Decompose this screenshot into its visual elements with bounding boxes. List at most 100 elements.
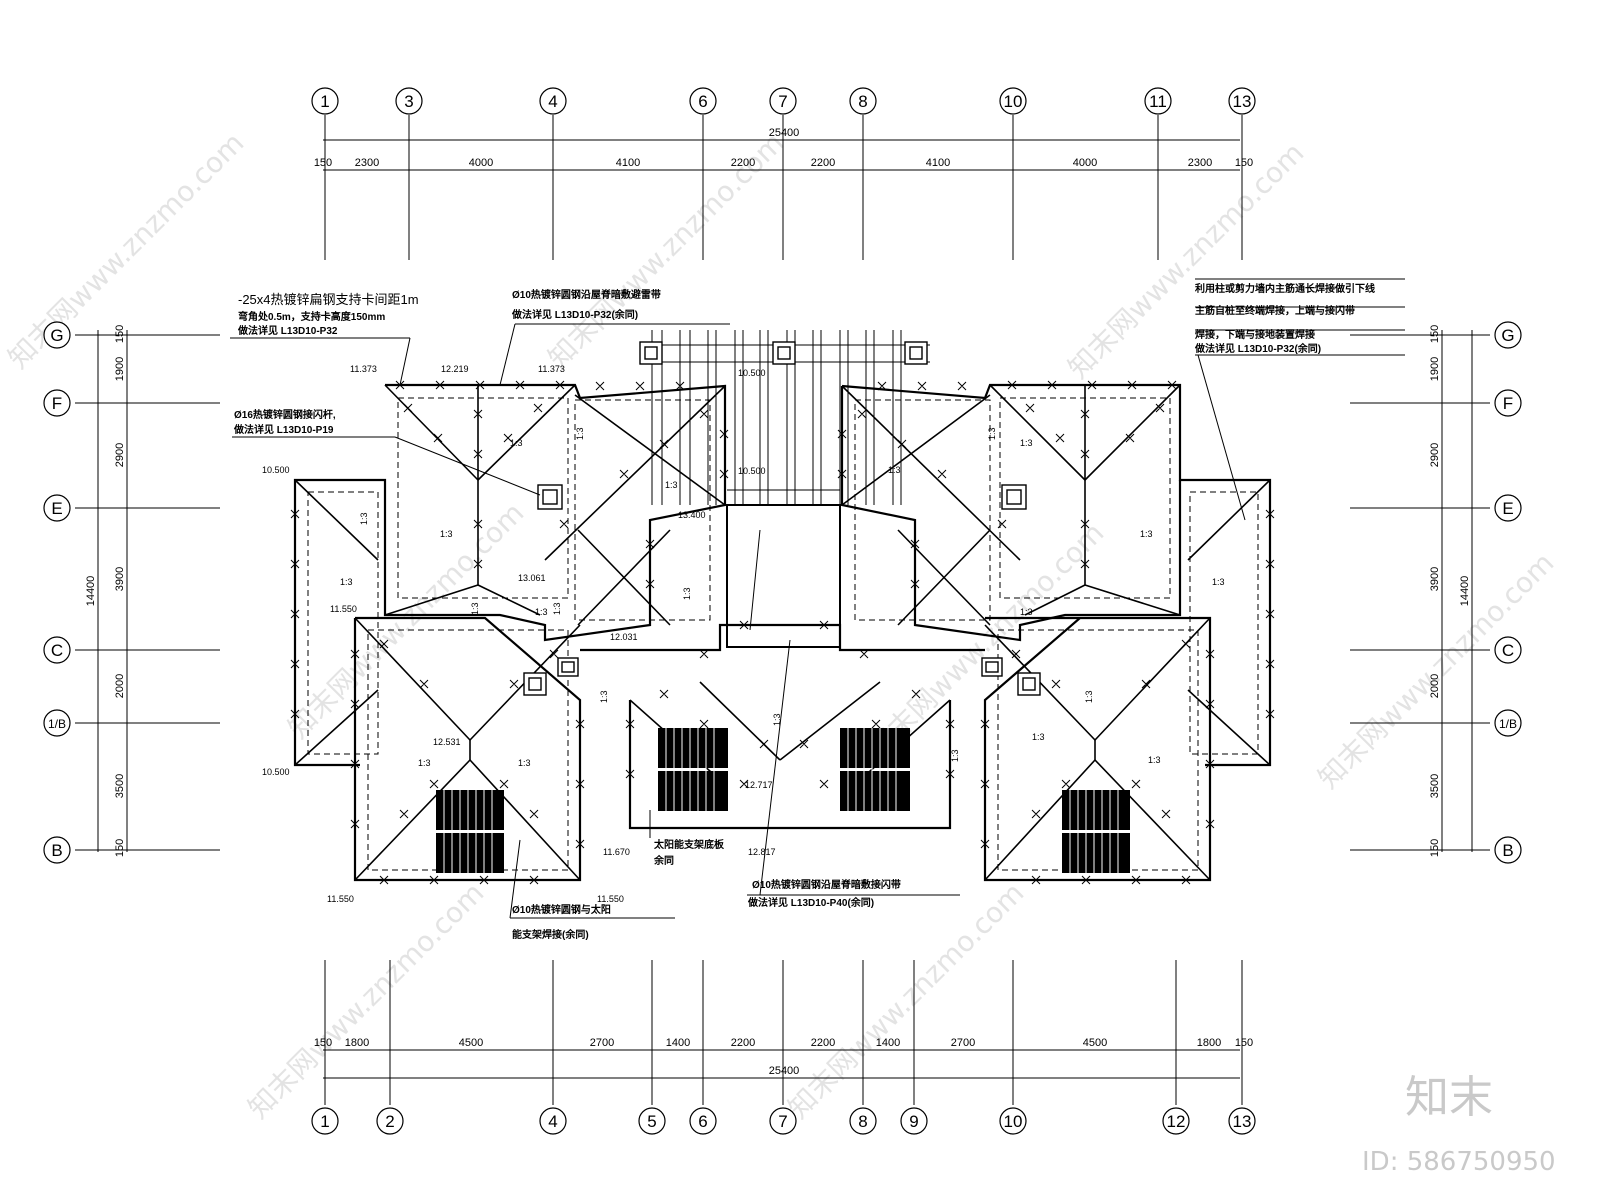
note-down-conductor: 做法详见 L13D10-P32(余同) — [1194, 342, 1321, 355]
axis-label-bottom: 2 — [385, 1112, 394, 1131]
note-solar-base: 余同 — [653, 854, 674, 867]
axis-label-left: C — [51, 641, 63, 660]
axis-bubble — [395, 87, 423, 115]
axis-label-left: F — [52, 394, 62, 413]
watermark-repeat: 知末网www.znzmo.com — [782, 876, 1031, 1125]
dim-left: 150 — [114, 839, 126, 857]
axis-bubble — [1494, 709, 1522, 737]
dim-top: 4000 — [1073, 157, 1097, 169]
elevation-label: 11.670 — [603, 847, 630, 857]
watermark-logo: 知末 ID: 586750950 — [1362, 1072, 1556, 1177]
note-down-conductor: 利用柱或剪力墙内主筋通长焊接做引下线 — [1195, 282, 1375, 295]
elevation-label: 12.817 — [748, 847, 776, 857]
axis-bubble — [539, 1107, 567, 1135]
elevation-label: 11.373 — [538, 364, 565, 374]
dim-top-total: 25400 — [769, 127, 800, 139]
slope-label: 1:3 — [575, 427, 585, 440]
axis-label-top: 10 — [1004, 92, 1023, 111]
note-down-conductor: 焊接，下端与接地装置焊接 — [1195, 328, 1315, 341]
solar-panel-group-center-right — [840, 728, 910, 811]
slope-label: 1:3 — [950, 749, 960, 762]
axis-label-left: 1/B — [48, 717, 66, 731]
elevation-label: 13.061 — [518, 573, 546, 583]
axis-bubble — [43, 709, 71, 737]
note-solar-weld: 能支架焊接(余同) — [512, 928, 589, 941]
elevation-label: 12.031 — [610, 632, 638, 642]
dimension-values-vertical: 14400 150 1900 2900 3900 2000 3500 150 1… — [85, 325, 1471, 857]
watermark-repeat: 知末网www.znzmo.com — [242, 876, 491, 1125]
note-solar-base: 太阳能支架底板 — [653, 838, 725, 851]
axis-label-right: 1/B — [1499, 717, 1517, 731]
axis-bubble — [43, 389, 71, 417]
dim-bottom: 1800 — [345, 1037, 369, 1049]
watermark-repeat: 知末网www.znzmo.com — [282, 496, 531, 745]
axis-label-top: 8 — [858, 92, 867, 111]
axis-label-right: G — [1501, 326, 1514, 345]
elevation-label: 12.219 — [441, 364, 469, 374]
elevation-label: 12.717 — [745, 780, 773, 790]
axis-bubble — [769, 1107, 797, 1135]
axis-bubble — [43, 494, 71, 522]
slope-label: 1:3 — [510, 438, 523, 448]
axis-bubble — [376, 1107, 404, 1135]
axis-label-top: 11 — [1149, 92, 1167, 111]
air-terminal-icon — [985, 661, 999, 673]
axis-bubble — [689, 87, 717, 115]
dim-bottom: 4500 — [1083, 1037, 1107, 1049]
dim-bottom: 1400 — [876, 1037, 900, 1049]
axis-label-bottom: 13 — [1233, 1112, 1252, 1131]
axis-label-bottom: 12 — [1167, 1112, 1186, 1131]
dim-left: 2900 — [114, 443, 126, 467]
slope-label: 1:3 — [1148, 755, 1161, 765]
dim-right: 150 — [1429, 839, 1441, 857]
solar-panels — [436, 728, 1130, 873]
note-flat-steel: 做法详见 L13D10-P32 — [237, 324, 338, 337]
axis-bubble — [1494, 636, 1522, 664]
axis-bubble — [1494, 389, 1522, 417]
axis-bubble — [999, 87, 1027, 115]
slope-label: 1:3 — [888, 465, 901, 475]
dimension-lines — [97, 139, 1473, 1079]
note-flat-steel: 弯角处0.5m，支持卡高度150mm — [238, 310, 385, 323]
slope-label: 1:3 — [440, 529, 453, 539]
dim-top: 2200 — [811, 157, 835, 169]
dim-top: 2200 — [731, 157, 755, 169]
axis-label-top: 1 — [320, 92, 329, 111]
slope-label: 1:3 — [1020, 438, 1033, 448]
axis-bubble — [849, 87, 877, 115]
axis-bubble — [689, 1107, 717, 1135]
annotation-notes: -25x4热镀锌扁钢支持卡间距1m 弯角处0.5m，支持卡高度150mm 做法详… — [233, 282, 1375, 941]
slope-label: 1:3 — [418, 758, 431, 768]
slope-label: 1:3 — [772, 713, 782, 726]
slope-label: 1:3 — [470, 602, 480, 615]
elevation-label: 10.500 — [262, 465, 290, 475]
note-down-conductor: 主筋自桩至终端焊接，上端与接闪带 — [1195, 304, 1355, 317]
axis-label-bottom: 6 — [698, 1112, 707, 1131]
dim-left: 150 — [114, 325, 126, 343]
axis-bubble — [1494, 321, 1522, 349]
elevation-label: 10.500 — [738, 368, 766, 378]
dim-bottom: 2200 — [811, 1037, 835, 1049]
dim-right: 2900 — [1429, 443, 1441, 467]
axis-label-right: E — [1502, 499, 1513, 518]
axis-label-bottom: 5 — [647, 1112, 656, 1131]
slope-label: 1:3 — [1020, 607, 1033, 617]
dim-bottom: 150 — [1235, 1037, 1253, 1049]
elevation-label: 11.550 — [597, 894, 624, 904]
axis-bubbles — [43, 87, 1522, 1135]
slope-label: 1:3 — [359, 512, 369, 525]
slope-label: 1:3 — [682, 587, 692, 600]
air-terminal-icon — [1006, 489, 1022, 505]
dim-right: 1900 — [1429, 357, 1441, 381]
axis-bubble — [539, 87, 567, 115]
dim-left: 3500 — [114, 774, 126, 798]
dim-bottom: 2200 — [731, 1037, 755, 1049]
watermark-id: ID: 586750950 — [1362, 1147, 1556, 1177]
dim-left: 2000 — [114, 674, 126, 698]
air-terminal-icon — [644, 346, 658, 360]
axis-label-left: G — [50, 326, 63, 345]
axis-bubble — [1494, 494, 1522, 522]
elevation-marks: 11.373 12.219 11.373 10.500 10.500 10.50… — [262, 364, 776, 904]
dim-top: 4100 — [926, 157, 950, 169]
slope-label: 1:3 — [340, 577, 353, 587]
